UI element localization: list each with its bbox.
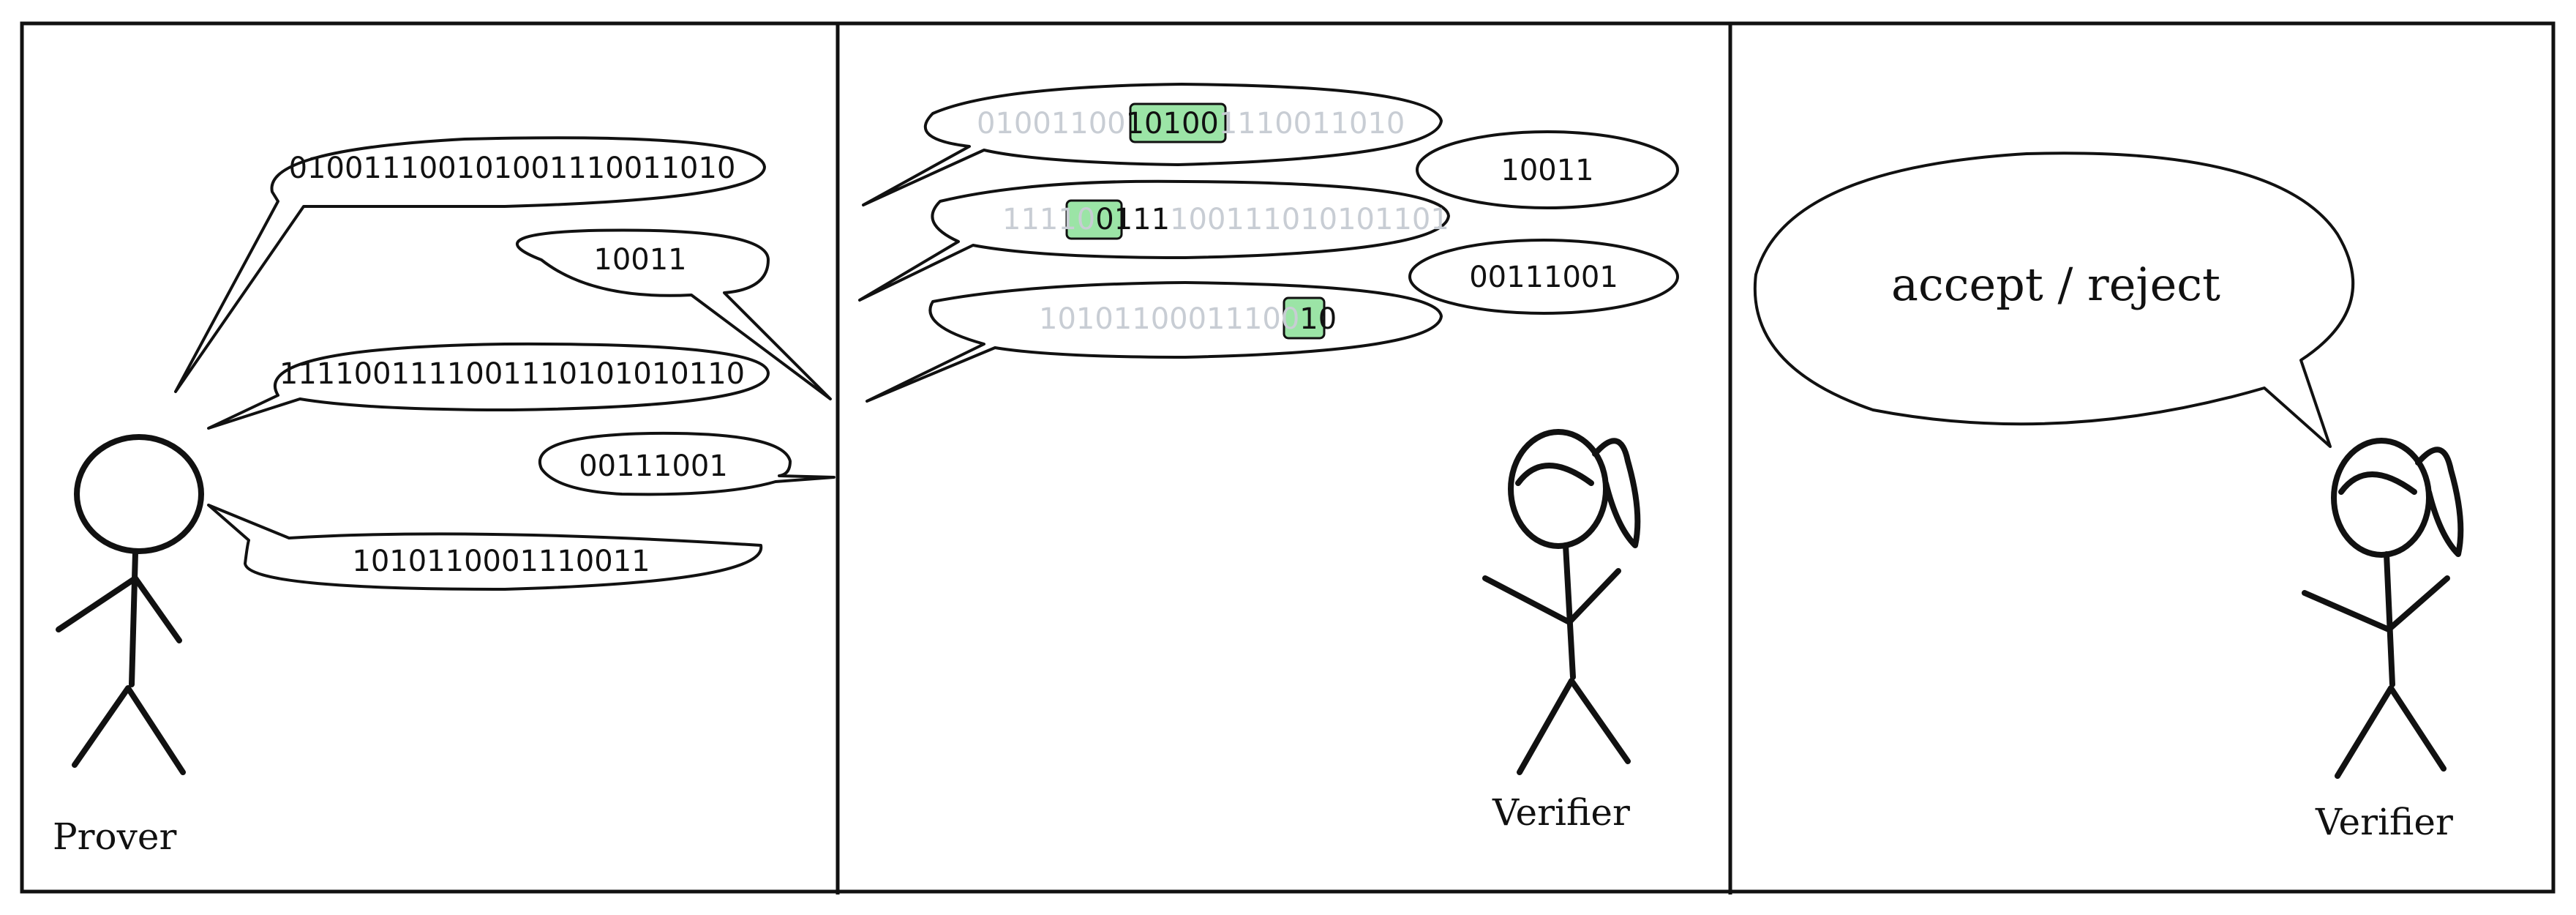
prover-message-bubble-4: 00111001 (538, 431, 835, 496)
prover-message-bubble-5: 1010110001110011 (207, 504, 763, 591)
verdict-bubble: accept / reject (1753, 152, 2355, 448)
panel-prover: 010011100101001110011010 10011 111100111… (53, 136, 835, 858)
prover-message-2: 10011 (593, 243, 686, 277)
challenge-bubble-1: 01001100101001110011010 (862, 83, 1443, 206)
challenge-bubble-2: 111100111100111010101101 (858, 179, 1450, 302)
reply-text-1: 10011 (1501, 154, 1593, 187)
reply-bubble-2: 00111001 (1408, 239, 1679, 315)
prover-message-bubble-1: 010011100101001110011010 (174, 136, 766, 393)
prover-message-4: 00111001 (579, 449, 728, 483)
challenge-bubble-3: 1010110001110010 (865, 281, 1443, 403)
challenge-highlight-1 (1129, 102, 1227, 143)
verdict-text: accept / reject (1891, 258, 2220, 311)
verifier-label-2: Verifier (2315, 801, 2453, 843)
reply-bubble-1: 10011 (1416, 130, 1679, 209)
prover-message-5: 1010110001110011 (352, 545, 650, 578)
challenge-text-3: 1010110001110010 (1039, 302, 1337, 336)
prover-stick-figure (56, 434, 204, 775)
reply-text-2: 00111001 (1469, 261, 1618, 294)
prover-message-3: 1111001111001110101010110 (279, 357, 745, 391)
challenge-text-1: 01001100101001110011010 (977, 107, 1405, 141)
strip-frame (20, 21, 2556, 894)
prover-message-1: 010011100101001110011010 (289, 152, 736, 185)
challenge-highlight-2 (1065, 199, 1123, 240)
verifier-stick-figure-2 (2302, 438, 2464, 779)
panel-verifier-check: 01001100101001110011010 1111001111001110… (858, 83, 1679, 834)
prover-label: Prover (53, 815, 176, 858)
prover-message-bubble-3: 1111001111001110101010110 (207, 342, 770, 430)
panel-verifier-verdict: accept / reject Verifier (1753, 152, 2464, 843)
prover-message-bubble-2: 10011 (515, 228, 832, 400)
verifier-label-1: Verifier (1492, 791, 1630, 834)
verifier-stick-figure-1 (1482, 429, 1641, 775)
challenge-text-2: 111100111100111010101101 (1002, 203, 1449, 236)
challenge-highlight-3 (1283, 296, 1326, 340)
